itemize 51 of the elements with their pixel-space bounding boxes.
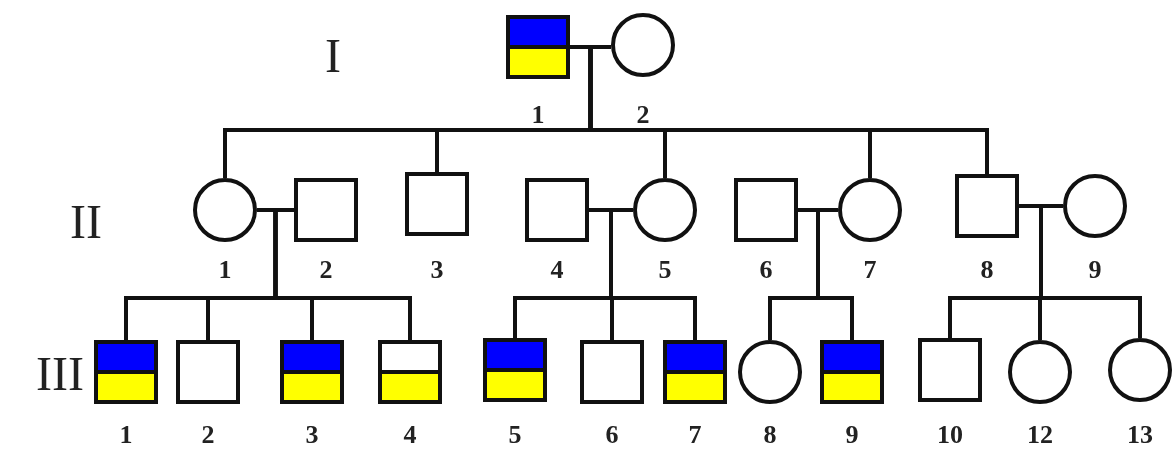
affected-male-square <box>506 15 570 79</box>
male-square <box>294 178 358 242</box>
affected-male-square <box>663 340 727 404</box>
affected-male-square <box>483 338 547 402</box>
descent-line <box>609 210 697 340</box>
male-square <box>176 340 240 404</box>
mating-line <box>570 45 611 49</box>
descent-line <box>273 210 412 340</box>
individual-number: 3 <box>304 420 320 450</box>
individual-number: 2 <box>635 100 651 130</box>
mating-line <box>798 208 838 212</box>
male-square <box>525 178 589 242</box>
individual-number: 7 <box>862 255 878 285</box>
individual-number: 7 <box>687 420 703 450</box>
mating-line <box>1019 204 1063 208</box>
individual-number: 8 <box>979 255 995 285</box>
individual-number: 4 <box>549 255 565 285</box>
generation-label: III <box>36 348 84 400</box>
generation-label: II <box>70 196 102 248</box>
male-square <box>734 178 798 242</box>
individual-number: 1 <box>217 255 233 285</box>
descent-line <box>816 210 854 340</box>
individual-number: 9 <box>1087 255 1103 285</box>
generation-label: I <box>325 30 341 82</box>
descent-line <box>1039 206 1142 338</box>
individual-number: 3 <box>429 255 445 285</box>
affected-male-square <box>94 340 158 404</box>
affected-male-square <box>280 340 344 404</box>
male-square <box>955 174 1019 238</box>
male-square <box>918 338 982 402</box>
individual-number: 5 <box>657 255 673 285</box>
individual-number: 8 <box>762 420 778 450</box>
mating-line <box>257 208 294 212</box>
individual-number: 2 <box>318 255 334 285</box>
affected-male-square <box>820 340 884 404</box>
mating-line <box>589 208 633 212</box>
individual-number: 4 <box>402 420 418 450</box>
individual-number: 10 <box>936 420 964 450</box>
individual-number: 13 <box>1126 420 1154 450</box>
individual-number: 2 <box>200 420 216 450</box>
male-square <box>405 172 469 236</box>
affected-male-square <box>378 340 442 404</box>
individual-number: 5 <box>507 420 523 450</box>
individual-number: 9 <box>844 420 860 450</box>
descent-line <box>588 47 989 174</box>
individual-number: 1 <box>118 420 134 450</box>
individual-number: 1 <box>530 100 546 130</box>
male-square <box>580 340 644 404</box>
individual-number: 6 <box>758 255 774 285</box>
individual-number: 6 <box>604 420 620 450</box>
individual-number: 12 <box>1026 420 1054 450</box>
